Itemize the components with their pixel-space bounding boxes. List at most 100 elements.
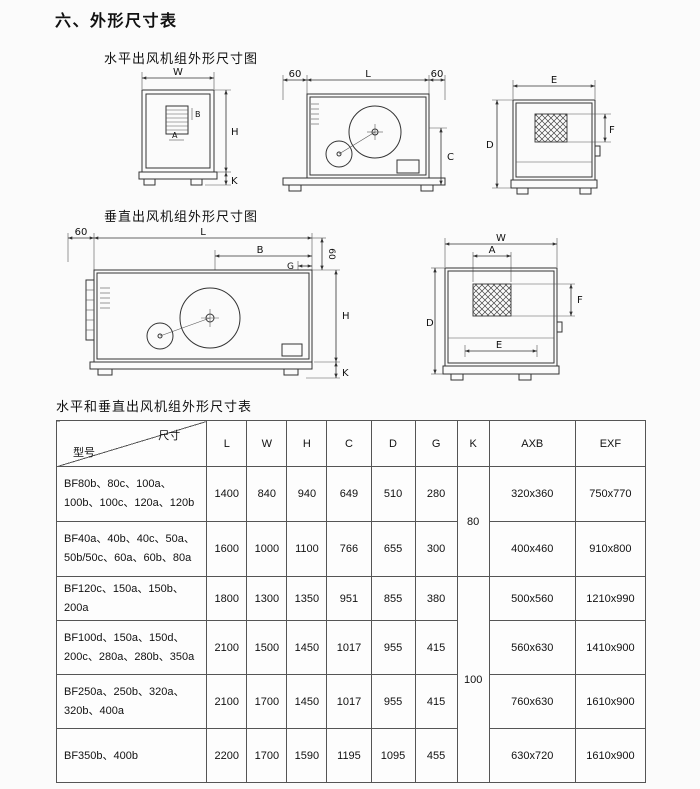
cabinet-outline: [510, 99, 601, 195]
inlet-louver: [100, 287, 110, 309]
fan-and-motor: [325, 105, 420, 174]
cell-h: 1450: [286, 674, 328, 730]
dim-label-k: K: [231, 176, 238, 187]
cell-l: 1600: [206, 521, 248, 577]
cell-g: 280: [414, 466, 458, 522]
dim-label-g: G: [287, 262, 294, 272]
cell-c: 1017: [326, 674, 372, 730]
model-cell: BF120c、150a、150b、200a: [55, 575, 208, 622]
dim-label-d: D: [426, 318, 434, 329]
cell-g: 300: [414, 521, 458, 577]
corner-label-size: 尺寸: [158, 430, 181, 442]
h-dimension: H: [312, 269, 350, 363]
table-row: BF80b、80c、100a、100b、100c、120a、120b 1400 …: [55, 466, 647, 577]
inlet-louver: [311, 103, 319, 125]
fan-and-motor: [146, 287, 303, 357]
f-dimension: F: [511, 283, 583, 317]
model-cell: BF40a、40b、40c、50a、50b/50c、60a、60b、80a: [55, 521, 208, 577]
col-header-exf: EXF: [574, 420, 647, 467]
c-dimension: C: [429, 127, 454, 185]
table-row: BF250a、250b、320a、320b、400a 2100 1700 145…: [55, 674, 647, 730]
dim-label-duct-60: 60: [326, 248, 336, 260]
h-dimension: H: [214, 89, 239, 173]
cell-axb: 560x630: [488, 620, 576, 676]
model-cell: BF100d、150a、150d、200c、280a、280b、350a: [55, 620, 208, 676]
col-header-l: L: [206, 420, 248, 467]
grille-dimensions: B A: [169, 108, 201, 141]
dim-label-h: H: [231, 127, 239, 138]
cell-d: 1095: [370, 728, 416, 784]
cell-l: 1800: [206, 575, 248, 622]
cell-exf: 1610x900: [574, 728, 647, 784]
cell-w: 1700: [246, 674, 288, 730]
cell-k-group: 100: [456, 575, 490, 784]
vertical-unit-end-view-diagram: W A F E: [426, 233, 583, 381]
cabinet-outline: [138, 89, 218, 186]
dim-label-e: E: [551, 75, 557, 86]
table-header-row: 尺寸 型号 L W H C D G K AXB EXF: [55, 420, 647, 467]
col-header-g: G: [414, 420, 458, 467]
dimensions-table: 尺寸 型号 L W H C D G K AXB EXF BF80b、80c、10…: [55, 420, 647, 784]
cell-g: 455: [414, 728, 458, 784]
d-dimension: D: [486, 99, 513, 189]
col-header-d: D: [370, 420, 416, 467]
outlet-opening: [534, 113, 568, 143]
table-row: BF100d、150a、150d、200c、280a、280b、350a 210…: [55, 620, 647, 676]
dim-label-b: B: [257, 245, 264, 256]
cell-h: 940: [286, 466, 328, 522]
cell-w: 1700: [246, 728, 288, 784]
horizontal-unit-front-view-diagram: W B A H: [138, 67, 239, 187]
dim-label-f: F: [609, 125, 615, 136]
horizontal-unit-side-view-diagram: 60 L 60: [282, 69, 454, 192]
cell-l: 2200: [206, 728, 248, 784]
duct-height-dimension: 60: [312, 237, 336, 270]
dim-label-a: A: [489, 245, 496, 256]
cabinet-outline: [282, 93, 446, 192]
table-row: BF120c、150a、150b、200a 1800 1300 1350 951…: [55, 575, 647, 784]
model-cell: BF350b、400b: [55, 728, 208, 784]
cell-l: 1400: [206, 466, 248, 522]
cell-axb: 500x560: [488, 575, 576, 622]
g-dimension: G: [287, 261, 312, 272]
dim-label-a: A: [172, 131, 178, 140]
a-dimension: A: [472, 245, 512, 282]
cell-axb: 760x630: [488, 674, 576, 730]
outlet-opening: [472, 283, 512, 317]
table-row: BF350b、400b 2200 1700 1590 1195 1095 455…: [55, 728, 647, 784]
cell-axb: 400x460: [488, 521, 576, 577]
cell-c: 649: [326, 466, 372, 522]
col-header-w: W: [246, 420, 288, 467]
dim-label-b: B: [195, 110, 201, 119]
top-dimensions: 60 L: [67, 227, 313, 270]
dim-label-left-60: 60: [75, 227, 88, 238]
inlet-grille: [165, 105, 189, 135]
col-header-c: C: [326, 420, 372, 467]
dim-label-right-60: 60: [431, 69, 444, 80]
cell-g: 380: [414, 575, 458, 622]
cell-d: 655: [370, 521, 416, 577]
cell-h: 1450: [286, 620, 328, 676]
cell-d: 955: [370, 620, 416, 676]
dim-label-w: W: [496, 233, 506, 244]
cell-h: 1350: [286, 575, 328, 622]
cell-g: 415: [414, 674, 458, 730]
cell-d: 855: [370, 575, 416, 622]
dim-label-d: D: [486, 140, 494, 151]
cell-w: 1300: [246, 575, 288, 622]
vertical-section-label: 垂直出风机组外形尺寸图: [104, 209, 259, 224]
cell-exf: 1610x900: [574, 674, 647, 730]
cell-w: 840: [246, 466, 288, 522]
cell-exf: 910x800: [574, 521, 647, 577]
cell-axb: 630x720: [488, 728, 576, 784]
dim-label-e: E: [496, 340, 502, 351]
cell-exf: 1210x990: [574, 575, 647, 622]
page-title: 六、外形尺寸表: [55, 13, 178, 30]
cell-w: 1000: [246, 521, 288, 577]
cell-l: 2100: [206, 674, 248, 730]
f-dimension: F: [567, 113, 615, 143]
table-caption: 水平和垂直出风机组外形尺寸表: [56, 399, 253, 414]
dim-label-l: L: [200, 227, 206, 238]
w-dimension: W: [444, 233, 558, 267]
w-dimension: W: [141, 67, 215, 89]
